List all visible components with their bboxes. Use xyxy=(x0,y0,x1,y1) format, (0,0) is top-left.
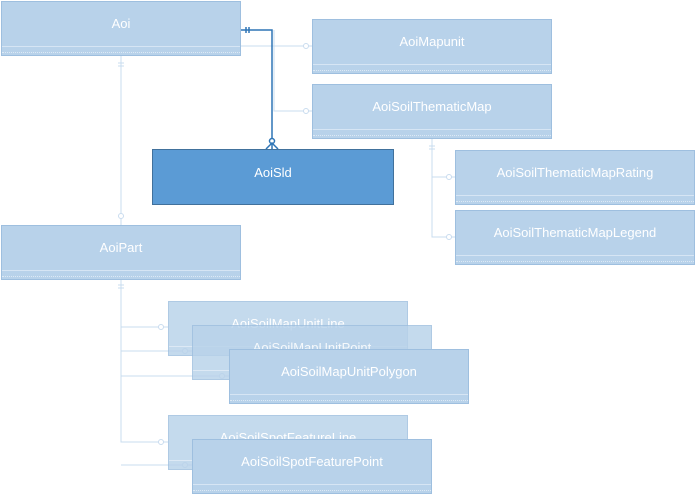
entity-title: AoiSoilSpotFeaturePoint xyxy=(241,454,383,469)
entity-divider xyxy=(2,276,240,277)
entity-divider xyxy=(193,484,431,485)
entity-aoi[interactable]: Aoi xyxy=(1,1,241,56)
one-marker xyxy=(245,27,250,33)
entity-divider xyxy=(456,261,694,262)
entity-divider xyxy=(456,195,694,196)
entity-title: AoiSoilThematicMap xyxy=(372,99,492,114)
entity-divider xyxy=(2,52,240,53)
entity-aoi-mapunit[interactable]: AoiMapunit xyxy=(312,19,552,74)
connector-aoi-sld xyxy=(241,29,273,149)
entity-title: Aoi xyxy=(111,16,131,31)
entity-aoi-soil-thematic-map-rating[interactable]: AoiSoilThematicMapRating xyxy=(455,150,695,205)
entity-divider xyxy=(313,64,551,65)
entity-aoi-sld[interactable]: AoiSld xyxy=(152,149,394,205)
entity-divider xyxy=(2,46,240,47)
entity-divider xyxy=(456,255,694,256)
entity-aoi-soil-spot-feature-point[interactable]: AoiSoilSpotFeaturePoint xyxy=(192,439,432,494)
crow-foot-circle xyxy=(158,439,164,445)
entity-title: AoiSoilThematicMapRating xyxy=(496,165,654,180)
entity-divider xyxy=(313,129,551,130)
entity-divider xyxy=(2,270,240,271)
one-marker xyxy=(429,145,435,150)
entity-divider xyxy=(193,490,431,491)
connector-aoi-thematicmap xyxy=(273,30,312,112)
entity-title: AoiMapunit xyxy=(399,34,465,49)
crow-foot-circle xyxy=(158,324,164,330)
connector-thematicmap-children xyxy=(431,139,455,238)
entity-divider xyxy=(313,135,551,136)
crow-foot-circle xyxy=(446,174,452,180)
crow-foot-circle xyxy=(118,213,124,219)
entity-aoi-soil-thematic-map-legend[interactable]: AoiSoilThematicMapLegend xyxy=(455,210,695,265)
entity-aoi-part[interactable]: AoiPart xyxy=(1,225,241,280)
entity-title: AoiPart xyxy=(99,240,143,255)
entity-title: AoiSoilMapUnitPolygon xyxy=(281,364,417,379)
connector-part-children xyxy=(120,280,229,466)
entity-aoi-soil-map-unit-polygon[interactable]: AoiSoilMapUnitPolygon xyxy=(229,349,469,404)
crow-foot xyxy=(265,141,279,150)
entity-divider xyxy=(456,201,694,202)
crow-foot-circle xyxy=(446,234,452,240)
entity-divider xyxy=(230,400,468,401)
crow-foot-circle xyxy=(303,108,309,114)
entity-title: AoiSld xyxy=(254,165,292,180)
crow-foot-circle xyxy=(303,43,309,49)
one-marker xyxy=(118,284,124,289)
entity-divider xyxy=(313,70,551,71)
entity-divider xyxy=(230,394,468,395)
one-marker xyxy=(118,62,124,67)
entity-aoi-soil-thematic-map[interactable]: AoiSoilThematicMap xyxy=(312,84,552,139)
entity-title: AoiSoilThematicMapLegend xyxy=(493,225,657,240)
